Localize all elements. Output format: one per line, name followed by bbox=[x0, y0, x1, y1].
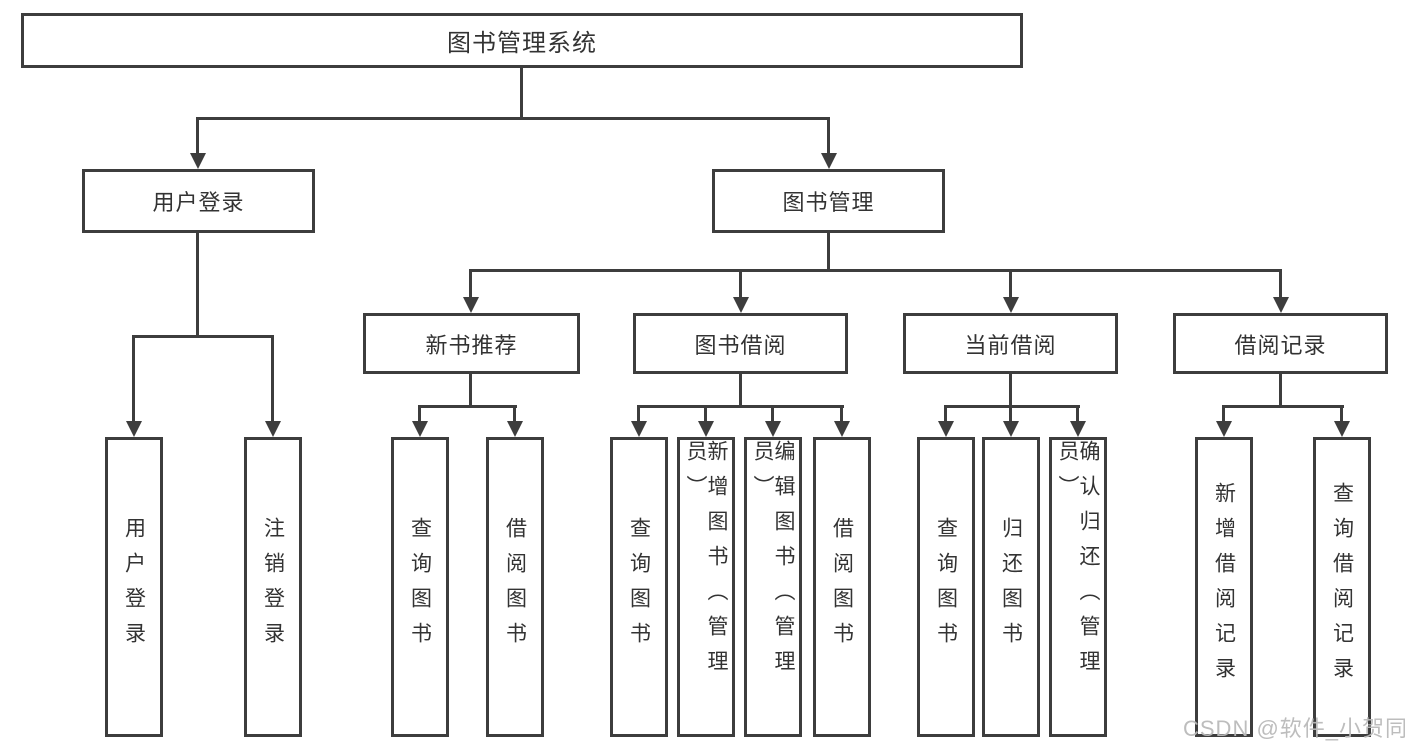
connector-vline bbox=[1279, 374, 1282, 407]
node-library-management-system: 图书管理系统 bbox=[21, 13, 1023, 68]
connector-vline bbox=[704, 405, 707, 423]
connector-vline bbox=[827, 117, 830, 155]
connector-hline bbox=[469, 269, 1281, 272]
arrow-down-icon bbox=[126, 421, 142, 437]
connector-hline bbox=[418, 405, 517, 408]
node-book-management: 图书管理 bbox=[712, 169, 945, 233]
arrow-down-icon bbox=[190, 153, 206, 169]
connector-vline bbox=[944, 405, 947, 423]
node-user-login: 用户登录 bbox=[82, 169, 315, 233]
connector-vline bbox=[1009, 405, 1012, 423]
arrow-down-icon bbox=[507, 421, 523, 437]
leaf-confirm-return-admin: 确认归还（管理员） bbox=[1049, 437, 1107, 737]
arrow-down-icon bbox=[1273, 297, 1289, 313]
arrow-down-icon bbox=[265, 421, 281, 437]
csdn-watermark: CSDN @软件_小贺同学 bbox=[1183, 716, 1405, 741]
connector-vline bbox=[840, 405, 843, 423]
leaf-add-borrow-record: 新增借阅记录 bbox=[1195, 437, 1253, 737]
leaf-query-borrow-record: 查询借阅记录 bbox=[1313, 437, 1371, 737]
connector-vline bbox=[739, 269, 742, 299]
connector-vline bbox=[469, 374, 472, 407]
arrow-down-icon bbox=[1003, 297, 1019, 313]
connector-vline bbox=[827, 233, 830, 272]
connector-hline bbox=[132, 335, 274, 338]
node-borrowing-records: 借阅记录 bbox=[1173, 313, 1388, 374]
leaf-query-books: 查询图书 bbox=[391, 437, 449, 737]
connector-hline bbox=[637, 405, 844, 408]
leaf-add-book-admin: 新增图书（管理员） bbox=[677, 437, 735, 737]
connector-vline bbox=[1340, 405, 1343, 423]
arrow-down-icon bbox=[463, 297, 479, 313]
connector-vline bbox=[196, 117, 199, 155]
connector-hline bbox=[196, 117, 830, 120]
connector-vline bbox=[513, 405, 516, 423]
leaf-borrow-books: 借阅图书 bbox=[486, 437, 544, 737]
arrow-down-icon bbox=[698, 421, 714, 437]
connector-vline bbox=[1009, 374, 1012, 407]
node-book-borrowing: 图书借阅 bbox=[633, 313, 848, 374]
leaf-edit-book-admin: 编辑图书（管理员） bbox=[744, 437, 802, 737]
arrow-down-icon bbox=[733, 297, 749, 313]
connector-vline bbox=[1279, 269, 1282, 299]
leaf-return-books: 归还图书 bbox=[982, 437, 1040, 737]
leaf-query-books-3: 查询图书 bbox=[917, 437, 975, 737]
node-current-borrowing: 当前借阅 bbox=[903, 313, 1118, 374]
connector-vline bbox=[1076, 405, 1079, 423]
leaf-user-login: 用户登录 bbox=[105, 437, 163, 737]
node-new-book-recommend: 新书推荐 bbox=[363, 313, 580, 374]
connector-vline bbox=[1222, 405, 1225, 423]
arrow-down-icon bbox=[412, 421, 428, 437]
connector-vline bbox=[771, 405, 774, 423]
connector-vline bbox=[469, 269, 472, 299]
leaf-query-books-2: 查询图书 bbox=[610, 437, 668, 737]
connector-vline bbox=[271, 335, 274, 423]
arrow-down-icon bbox=[821, 153, 837, 169]
connector-vline bbox=[520, 68, 523, 119]
arrow-down-icon bbox=[1070, 421, 1086, 437]
connector-vline bbox=[739, 374, 742, 407]
arrow-down-icon bbox=[631, 421, 647, 437]
connector-vline bbox=[196, 233, 199, 338]
connector-vline bbox=[637, 405, 640, 423]
connector-hline bbox=[1222, 405, 1344, 408]
arrow-down-icon bbox=[834, 421, 850, 437]
leaf-borrow-books-2: 借阅图书 bbox=[813, 437, 871, 737]
connector-vline bbox=[132, 335, 135, 423]
leaf-logout: 注销登录 bbox=[244, 437, 302, 737]
arrow-down-icon bbox=[938, 421, 954, 437]
arrow-down-icon bbox=[1216, 421, 1232, 437]
arrow-down-icon bbox=[1003, 421, 1019, 437]
connector-vline bbox=[1009, 269, 1012, 299]
connector-hline bbox=[944, 405, 1080, 408]
connector-vline bbox=[418, 405, 421, 423]
arrow-down-icon bbox=[765, 421, 781, 437]
arrow-down-icon bbox=[1334, 421, 1350, 437]
